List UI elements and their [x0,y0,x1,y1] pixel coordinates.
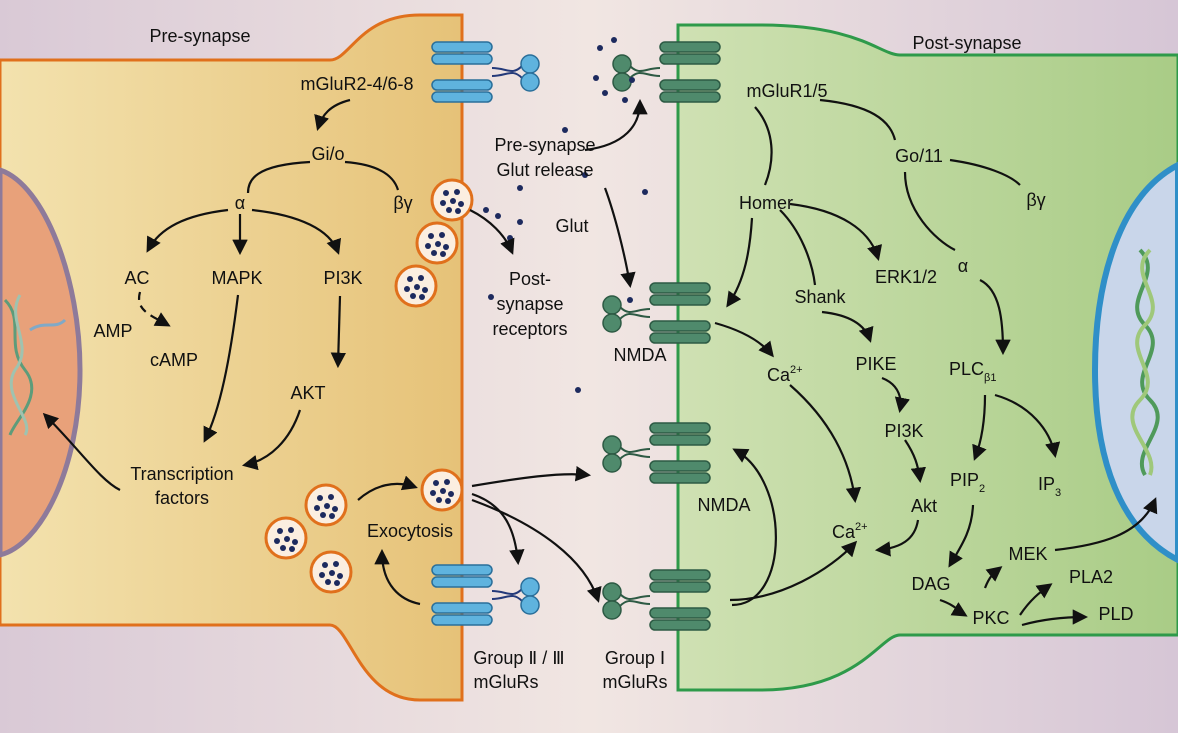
mapk-label: MAPK [211,268,262,288]
pre-synapse-title: Pre-synapse [149,26,250,46]
homer-label: Homer [739,193,793,213]
pla2-label: PLA2 [1069,567,1113,587]
ip3-label: IP3 [1038,474,1061,499]
psr-label-line3: receptors [492,319,567,339]
vesicle [394,264,438,308]
post-dna-helix-icon [1130,248,1160,477]
post-akt-label: Akt [911,496,937,516]
vesicle [304,483,348,527]
glut-release-label-line2: Glut release [496,160,593,180]
pkc-label: PKC [972,608,1009,628]
pike-label: PIKE [855,354,896,374]
vesicle [264,516,308,560]
glut-label: Glut [555,216,588,236]
post-alpha-label: α [958,256,968,276]
ca-label-middle: Ca2+ [832,521,868,542]
pre-dna-helix-icon [3,294,67,436]
ca-label-top: Ca2+ [767,364,803,385]
pre-betagamma-label: βγ [393,193,412,213]
nmda-label-middle: NMDA [698,495,751,515]
docked-vesicle-bottom [420,468,464,512]
pre-nucleus [0,167,83,558]
ac-label: AC [124,268,149,288]
glut-release-label-line1: Pre-synapse [494,135,595,155]
transcription-label-line2: factors [155,488,209,508]
group23-label-line1: Group Ⅱ / Ⅲ [473,648,564,668]
erk-label: ERK1/2 [875,267,937,287]
exocytosis-label: Exocytosis [367,521,453,541]
pip2-label: PIP2 [950,470,985,495]
pre-alpha-label: α [235,193,245,213]
mek-label: MEK [1008,544,1047,564]
camp-label: cAMP [150,350,198,370]
docked-vesicle-top [430,178,474,222]
post-betagamma-label: βγ [1026,190,1045,210]
post-synapse-title: Post-synapse [912,33,1021,53]
pre-akt-label: AKT [290,383,325,403]
pld-label: PLD [1098,604,1133,624]
nmda-label-top: NMDA [614,345,667,365]
pre-pi3k-label: PI3K [323,268,362,288]
shank-label: Shank [794,287,846,307]
psr-label-line1: Post- [509,269,551,289]
group23-label-line2: mGluRs [473,672,538,692]
post-pi3k-label: PI3K [884,421,923,441]
vesicle [309,550,353,594]
pre-receptor-label: mGluR2-4/6-8 [300,74,413,94]
dag-label: DAG [911,574,950,594]
amp-label: AMP [93,321,132,341]
plc-label: PLCβ1 [949,359,996,384]
post-nucleus [1091,161,1178,564]
post-synapse-terminal [676,23,1178,692]
pathway-arrows [42,98,1158,627]
post-receptor-label: mGluR1/5 [746,81,827,101]
glutamate-dots [483,37,648,393]
transcription-label-line1: Transcription [130,464,233,484]
group1-label-line2: mGluRs [602,672,667,692]
gio-label: Gi/o [311,144,344,164]
group1-label-line1: Group Ⅰ [605,648,665,668]
psr-label-line2: synapse [496,294,563,314]
labels: Pre-synapse Post-synapse mGluR2-4/6-8 Gi… [93,26,1133,692]
vesicle [415,221,459,265]
go11-label: Go/11 [895,146,943,166]
pre-synapse-terminal [0,13,464,702]
